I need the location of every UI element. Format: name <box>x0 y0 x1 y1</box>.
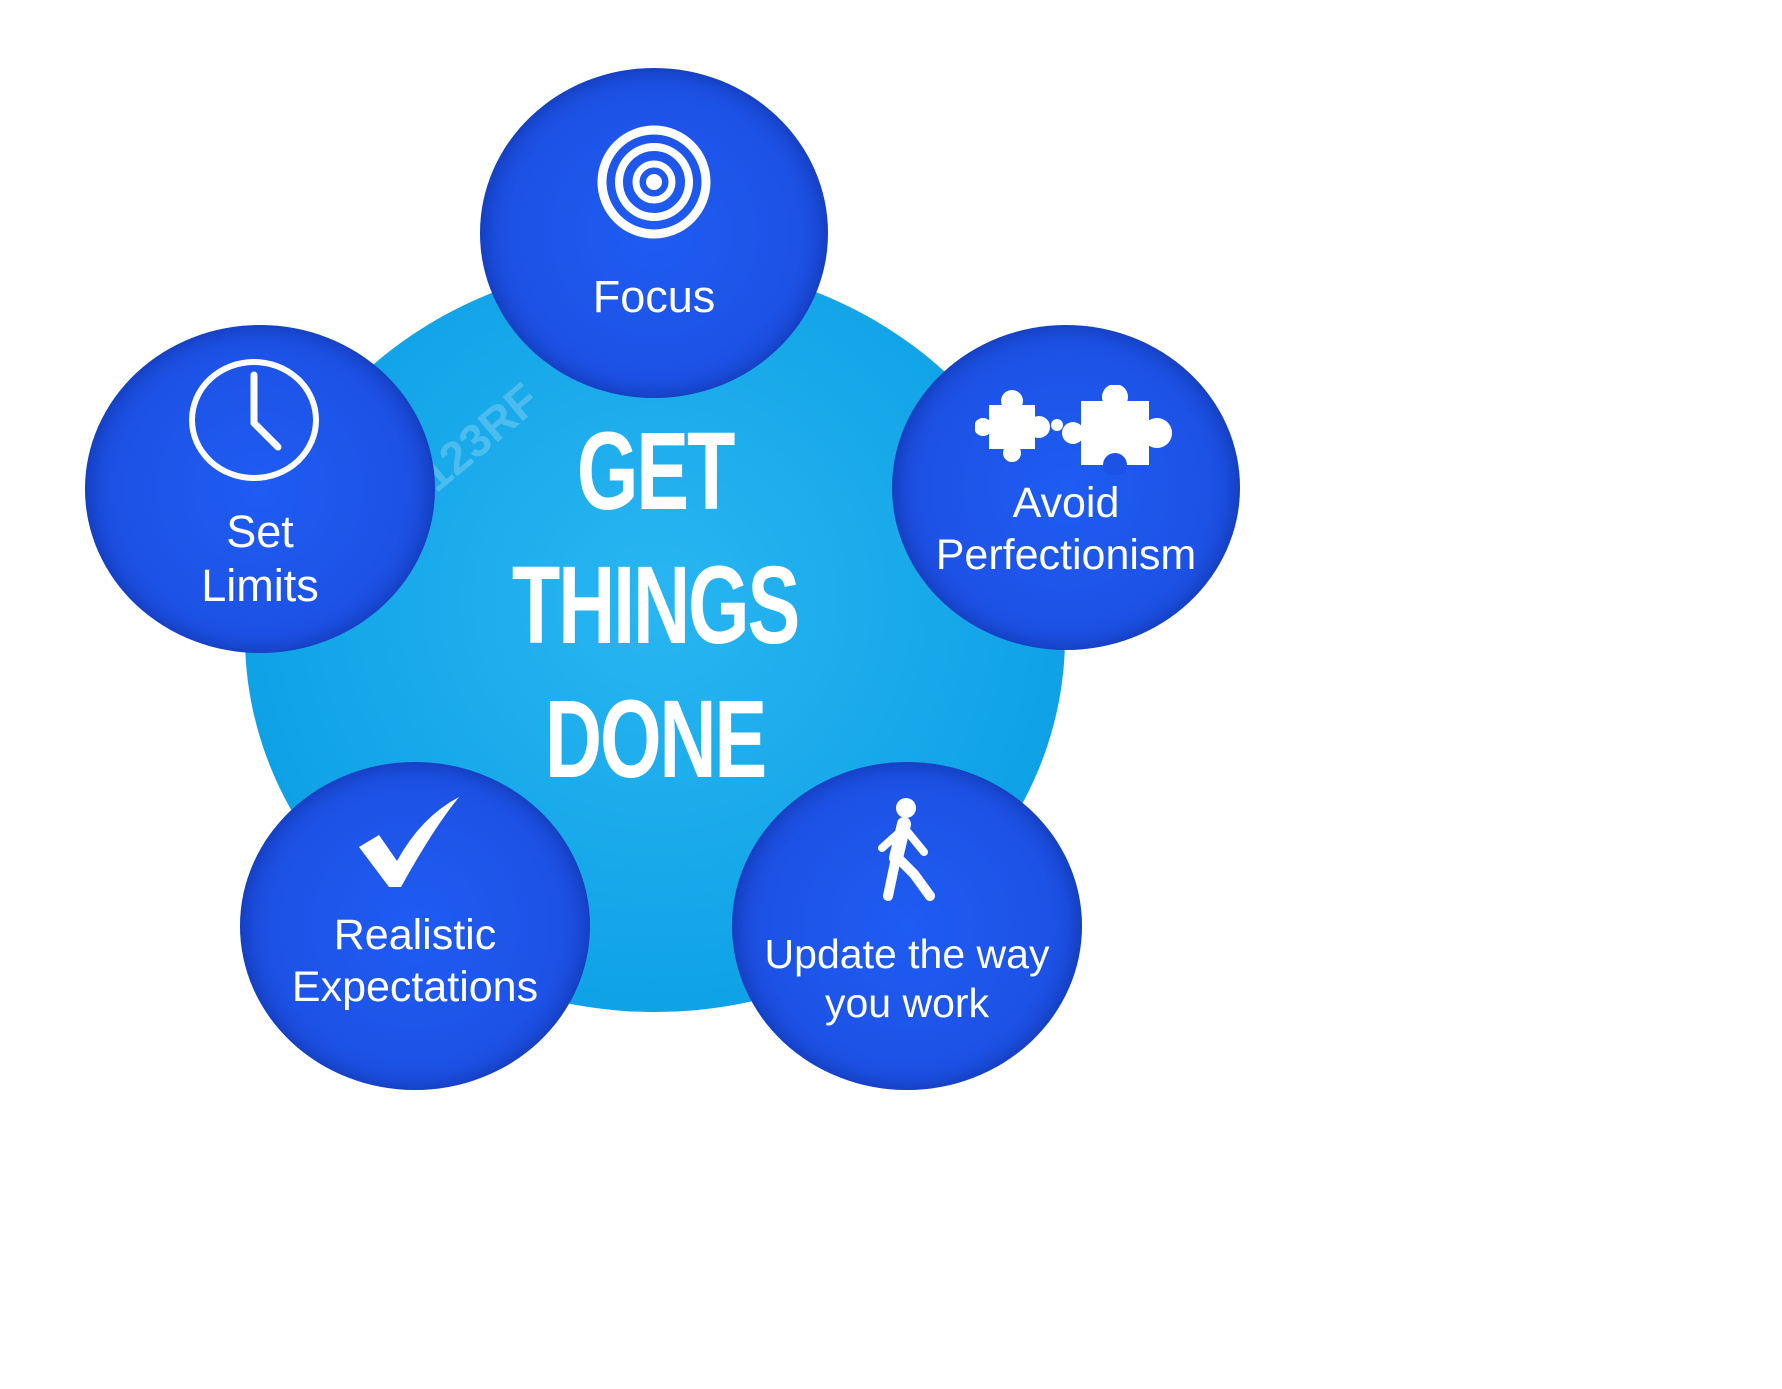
center-title-line-3: DONE <box>544 678 767 801</box>
node-set-limits-label: Set Limits <box>201 506 319 611</box>
clock-icon <box>189 359 319 481</box>
walking-person-icon <box>878 798 935 901</box>
center-title: GET THINGS DONE <box>511 405 800 807</box>
node-avoid-perfectionism <box>892 325 1240 650</box>
node-avoid-perfectionism-label: Avoid Perfectionism <box>935 479 1197 579</box>
puzzle-pieces-icon <box>975 385 1172 475</box>
center-title-line-2: THINGS <box>511 544 800 667</box>
node-realistic-expectations <box>240 762 590 1090</box>
node-update-the-way-you-work-label: Update the way you work <box>764 931 1050 1027</box>
target-icon <box>597 125 711 239</box>
checkmark-icon <box>359 797 459 887</box>
node-set-limits <box>85 325 435 653</box>
center-title-line-1: GET <box>576 410 735 533</box>
node-realistic-expectations-label: Realistic Expectations <box>291 911 539 1011</box>
node-focus-label: Focus <box>592 271 716 322</box>
